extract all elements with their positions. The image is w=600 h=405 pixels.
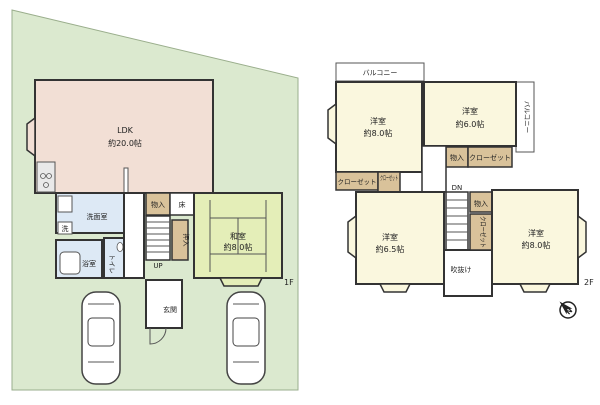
bathtub — [59, 251, 81, 275]
bay-window-2f-sw — [347, 214, 357, 260]
washroom-label: 洗面室 — [87, 212, 108, 221]
hall-1f — [123, 192, 145, 279]
storage-2f-a-label: 物入 — [450, 153, 464, 162]
balcony-right-label: バルコニー — [523, 101, 531, 133]
room-2f-se-name: 洋室 — [528, 228, 544, 238]
floor-2f-label: 2F — [584, 278, 594, 287]
room-2f-sw-name: 洋室 — [382, 232, 398, 242]
room-2f-ne-size: 約6.0帖 — [456, 119, 485, 129]
void-label: 吹抜け — [451, 265, 472, 274]
closet-2f-a-label: クローゼット — [338, 177, 377, 186]
oshiire — [171, 219, 189, 261]
entrance-door-swing — [149, 327, 167, 345]
room-2f-se — [491, 189, 579, 285]
bay-window-2f-sw-bottom — [378, 283, 412, 293]
room-2f-nw — [335, 81, 423, 173]
room-2f-sw — [355, 191, 445, 285]
washbasin — [57, 195, 73, 213]
stairs-up-label: UP — [153, 262, 162, 270]
toilet-icon — [116, 242, 124, 252]
entrance-label: 玄関 — [163, 305, 177, 314]
bay-window-2f-nw — [327, 102, 337, 146]
kitchen-counter — [36, 161, 56, 193]
bath-label: 浴室 — [82, 259, 96, 268]
room-2f-nw-size: 約8.0帖 — [364, 128, 393, 138]
room-entrance — [145, 279, 183, 329]
washitsu-name: 和室 — [230, 231, 246, 241]
ldk-name: LDK — [117, 126, 134, 135]
stove-icon — [46, 173, 52, 179]
bay-window-ldk — [26, 116, 36, 158]
room-2f-nw-name: 洋室 — [370, 116, 386, 126]
oshiire-label: 押入 — [182, 234, 191, 248]
room-2f-ne-name: 洋室 — [462, 106, 478, 116]
bay-window-washitsu — [218, 277, 264, 287]
car-icon — [81, 291, 121, 385]
stairs-2f — [445, 191, 469, 251]
closet-2f-b — [467, 146, 513, 168]
hall-2f — [421, 145, 447, 193]
storage-1f-label: 物入 — [151, 200, 165, 209]
stove-icon — [40, 173, 46, 179]
washer-label: 洗 — [62, 224, 69, 233]
washer-area — [57, 221, 73, 235]
stove-icon — [43, 182, 49, 188]
room-2f-sw-size: 約6.5帖 — [376, 244, 405, 254]
svg-text:N: N — [564, 306, 574, 316]
bay-window-2f-se-bottom — [518, 283, 552, 293]
room-2f-se-size: 約8.0帖 — [522, 240, 551, 250]
stairs-dn-label: DN — [452, 184, 463, 192]
toilet-label: トイレ — [108, 254, 116, 274]
bay-window-2f-se — [577, 214, 587, 260]
closet-2f-b-label: クローゼット — [469, 153, 511, 162]
ldk-size: 約20.0帖 — [108, 138, 142, 148]
floor-1f-label: 1F — [284, 278, 294, 287]
washitsu-size: 約8.0帖 — [224, 242, 253, 252]
north-arrow-icon: N — [559, 301, 577, 319]
stairs-1f — [145, 215, 171, 261]
closet-2f-small-label: クローゼット — [380, 173, 398, 182]
tokonoma-label: 床 — [179, 200, 186, 209]
car-icon — [226, 291, 266, 385]
balcony-top-label: バルコニー — [363, 69, 398, 77]
closet-2f-vert-label: クローゼット — [479, 216, 488, 248]
room-2f-ne — [423, 81, 517, 147]
storage-2f-b-label: 物入 — [474, 199, 488, 208]
